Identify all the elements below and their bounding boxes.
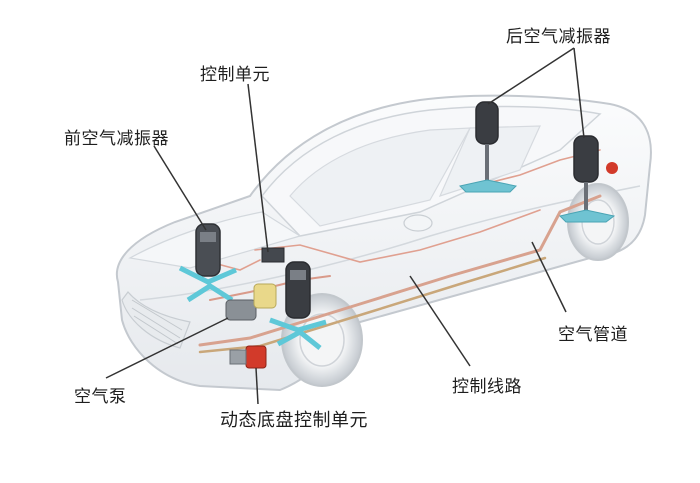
label-front-air-shock: 前空气减振器 bbox=[64, 129, 169, 149]
air-pump-module bbox=[225, 283, 277, 321]
front-air-shock-right bbox=[269, 261, 327, 350]
label-control-circuit: 控制线路 bbox=[452, 377, 522, 397]
label-air-line: 空气管道 bbox=[558, 325, 628, 345]
rear-air-shock-right bbox=[559, 135, 618, 223]
leader-lines bbox=[105, 47, 585, 405]
label-air-pump: 空气泵 bbox=[74, 387, 127, 407]
rear-air-shock-left bbox=[459, 101, 518, 193]
label-dynamic-chassis-control-unit: 动态底盘控制单元 bbox=[220, 410, 368, 431]
label-control-unit: 控制单元 bbox=[200, 65, 270, 85]
control-unit-module bbox=[261, 247, 285, 263]
front-air-shock-left bbox=[178, 223, 237, 303]
label-rear-air-shock: 后空气减振器 bbox=[506, 27, 611, 47]
